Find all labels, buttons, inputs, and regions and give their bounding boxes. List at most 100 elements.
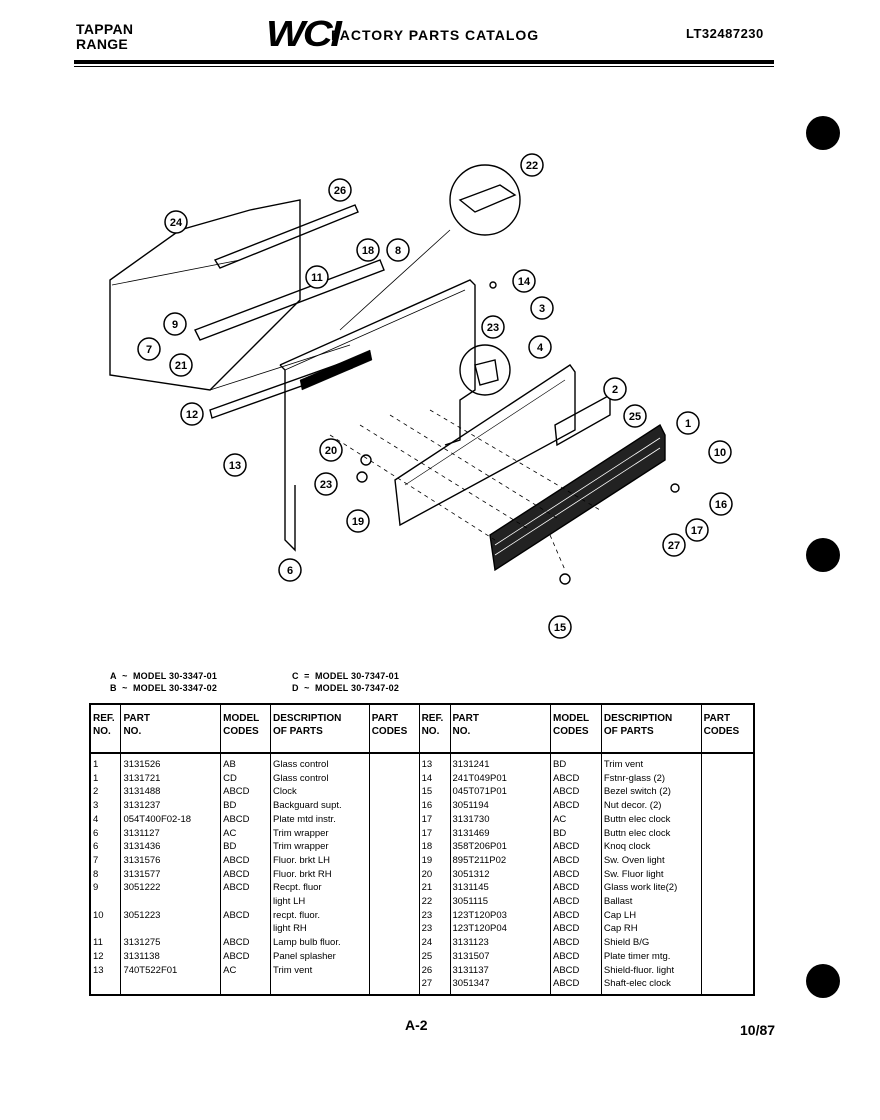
cell-description: Recpt. fluor	[270, 881, 370, 896]
cell-part-codes	[368, 977, 420, 995]
svg-text:11: 11	[311, 272, 323, 284]
callout-16: 16	[709, 492, 733, 516]
cell-description: Glass work lite(2)	[600, 881, 702, 896]
cell-ref-no: 24	[418, 936, 451, 950]
cell-model-codes: AC	[220, 963, 271, 978]
cell-part-codes	[368, 936, 420, 950]
cell-model-codes: ABCD	[220, 785, 271, 800]
cell-ref-no: 13	[418, 753, 451, 772]
cell-description: Plate mtd instr.	[270, 812, 370, 827]
cell-model-codes: ABCD	[220, 867, 271, 882]
cell-part-no: 3051115	[449, 895, 551, 909]
callout-23b: 23	[314, 472, 338, 496]
cell-part-no: 3131577	[120, 867, 222, 882]
cell-part-no: 3051347	[449, 977, 551, 995]
cell-part-codes	[368, 771, 420, 786]
brand-name: TAPPAN RANGE	[76, 22, 133, 52]
cell-model-codes: BD	[549, 826, 602, 841]
callout-2: 2	[603, 377, 627, 401]
catalog-number: LT32487230	[686, 26, 764, 41]
cell-part-codes	[700, 936, 755, 950]
cell-description: Trim wrapper	[270, 840, 370, 854]
callout-8: 8	[386, 238, 410, 262]
cell-part-codes	[700, 785, 755, 800]
cell-part-codes	[368, 867, 420, 882]
cell-model-codes: AC	[549, 812, 602, 827]
cell-description: Fstnr-glass (2)	[600, 771, 702, 786]
cell-part-codes	[700, 812, 755, 827]
callout-10: 10	[708, 440, 732, 464]
cell-ref-no	[89, 895, 122, 909]
callout-27: 27	[662, 533, 686, 557]
cell-part-codes	[700, 881, 755, 896]
svg-text:17: 17	[691, 525, 703, 537]
cell-part-no: 3051312	[449, 867, 551, 882]
cell-part-codes	[368, 895, 420, 909]
cell-description: light RH	[270, 922, 370, 937]
cell-ref-no: 10	[89, 908, 122, 923]
cell-model-codes: ABCD	[549, 936, 602, 950]
cell-part-codes	[700, 895, 755, 909]
cell-ref-no	[89, 977, 122, 995]
cell-part-no: 358T206P01	[449, 840, 551, 854]
ballast-detail-circle	[449, 164, 521, 236]
cell-part-no: 3131237	[120, 799, 222, 813]
cell-part-no: 3131138	[120, 949, 222, 964]
svg-text:10: 10	[714, 447, 726, 459]
punch-hole-top	[806, 116, 840, 150]
cell-part-codes	[700, 949, 755, 964]
cell-part-no: 3131507	[449, 949, 551, 964]
svg-text:9: 9	[172, 319, 178, 331]
cell-part-codes	[700, 908, 755, 923]
cell-part-no: 3131488	[120, 785, 222, 800]
cell-part-no: 3131469	[449, 826, 551, 841]
cell-ref-no: 25	[418, 949, 451, 964]
cell-model-codes: ABCD	[549, 977, 602, 995]
callout-23a: 23	[481, 315, 505, 339]
bezel-switch	[559, 573, 571, 585]
cell-description: Cap RH	[600, 922, 702, 937]
cell-model-codes: ABCD	[549, 799, 602, 813]
cell-ref-no: 4	[89, 812, 122, 827]
callout-19: 19	[346, 509, 370, 533]
cell-description: Panel splasher	[270, 949, 370, 964]
cell-ref-no: 17	[418, 812, 451, 827]
cell-ref-no: 15	[418, 785, 451, 800]
svg-text:23: 23	[487, 322, 499, 334]
callout-21: 21	[169, 353, 193, 377]
cell-part-codes	[368, 826, 420, 841]
brand-line2: RANGE	[76, 36, 129, 52]
svg-text:6: 6	[287, 565, 293, 577]
cell-description: Plate timer mtg.	[600, 949, 702, 964]
svg-text:2: 2	[612, 384, 618, 396]
cell-part-no: 3051222	[120, 881, 222, 896]
callout-14: 14	[512, 269, 536, 293]
cell-ref-no: 19	[418, 853, 451, 868]
model-key-c: C = MODEL 30-7347-01	[292, 671, 400, 681]
cell-description: recpt. fluor.	[270, 908, 370, 923]
cell-description: Sw. Fluor light	[600, 867, 702, 882]
plate-mounted-instrument	[394, 364, 576, 527]
cell-ref-no: 23	[418, 908, 451, 923]
svg-text:25: 25	[629, 411, 641, 423]
cell-part-no: 3131145	[449, 881, 551, 896]
cell-part-codes	[368, 853, 420, 868]
brand-line1: TAPPAN	[76, 21, 134, 37]
cell-description: Backguard supt.	[270, 799, 370, 813]
svg-text:16: 16	[715, 499, 727, 511]
cell-description: light LH	[270, 895, 370, 909]
cell-ref-no: 20	[418, 867, 451, 882]
svg-text:4: 4	[537, 342, 544, 354]
cell-description: Shaft-elec clock	[600, 977, 702, 995]
cell-part-no: 3131275	[120, 936, 222, 950]
cell-description: Trim wrapper	[270, 826, 370, 841]
